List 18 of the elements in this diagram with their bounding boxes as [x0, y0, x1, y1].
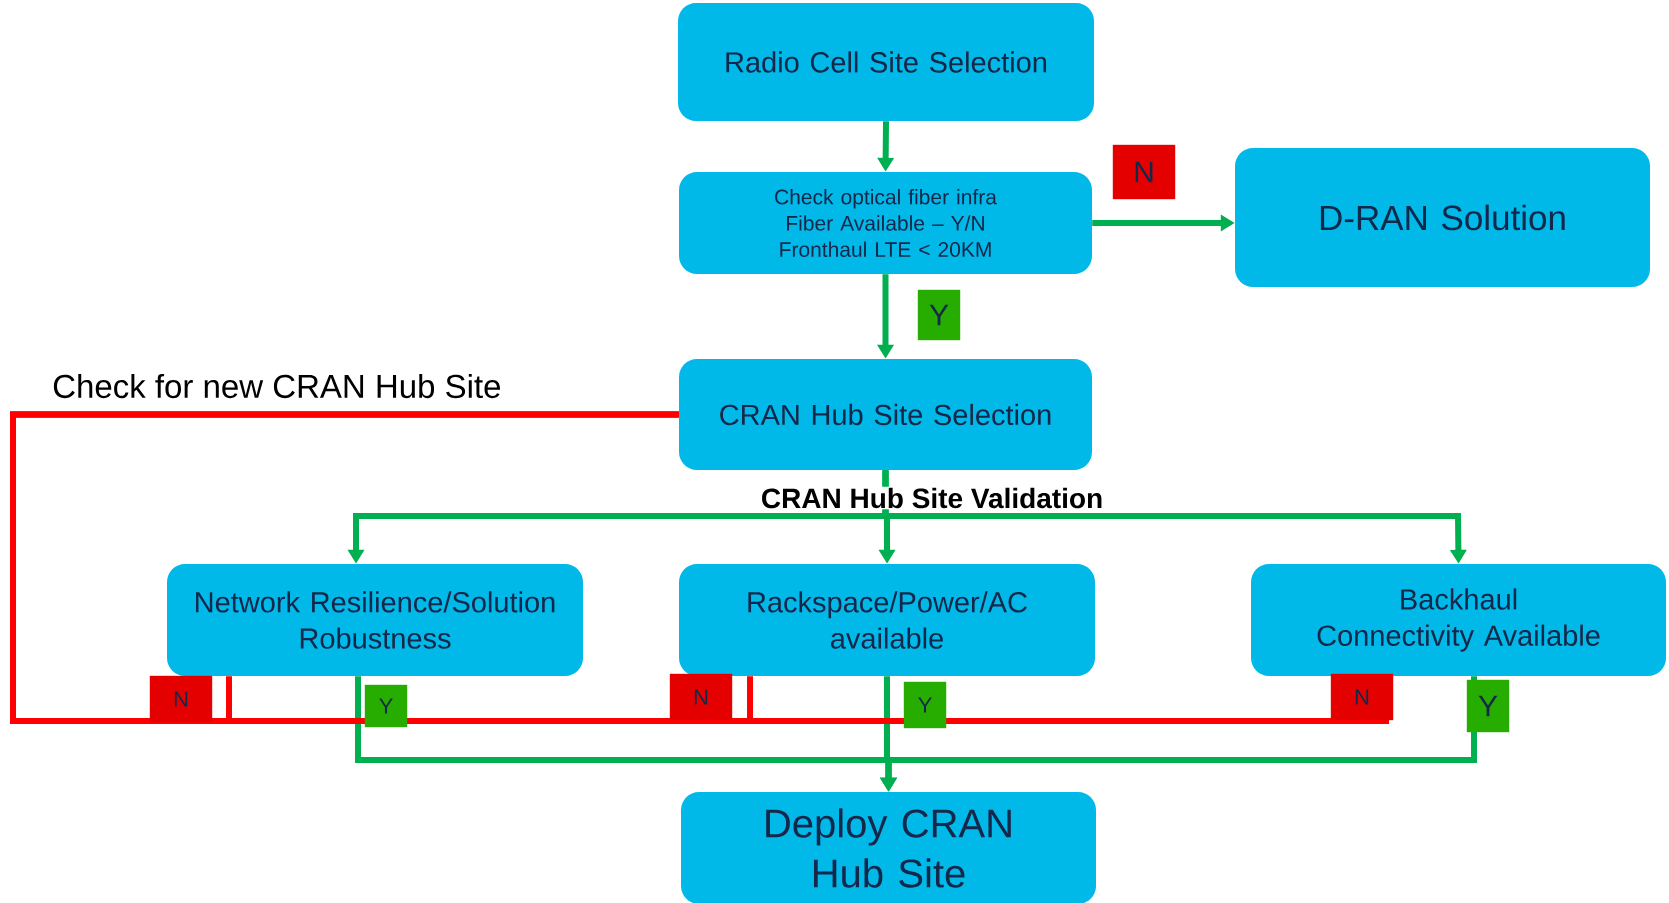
process-box: Check optical fiber infra Fiber Available – Y/N Fronthaul LTE < 20KM — [679, 172, 1092, 274]
process-box: Backhaul Connectivity Available — [1251, 564, 1666, 676]
process-box: Rackspace/Power/AC available — [679, 564, 1095, 676]
edge-label: N — [669, 673, 733, 721]
edge-label: Y — [903, 681, 947, 729]
edge-label: N — [1112, 144, 1176, 200]
edge-label: Y — [1466, 679, 1510, 733]
process-box: Network Resilience/Solution Robustness — [167, 564, 583, 676]
note-text: Check for new CRAN Hub Site — [51, 372, 503, 400]
process-box: Deploy CRAN Hub Site — [681, 792, 1096, 903]
edge-label: Y — [917, 289, 961, 341]
process-box: D-RAN Solution — [1235, 148, 1650, 287]
edge-label: N — [1330, 673, 1394, 721]
process-box: CRAN Hub Site Selection — [679, 359, 1092, 470]
edge-label: N — [149, 675, 213, 723]
note-text: CRAN Hub Site Validation — [759, 486, 1105, 510]
edge-label: Y — [364, 684, 408, 728]
process-box: Radio Cell Site Selection — [678, 3, 1094, 121]
